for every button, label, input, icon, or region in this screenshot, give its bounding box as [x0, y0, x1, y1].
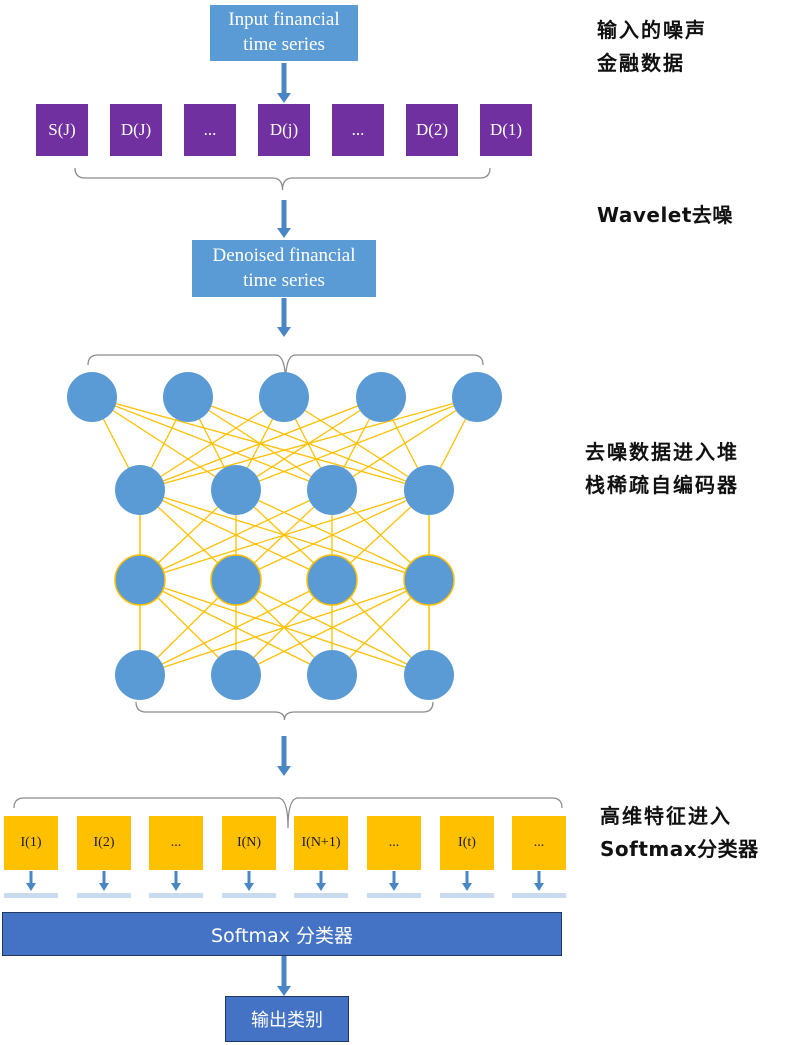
arrow-softmax-to-output-shaft: [281, 956, 287, 987]
feature-base-2: [77, 893, 131, 898]
node-layer1-1: [67, 372, 117, 422]
note-noisy-line-2: 金融数据: [597, 51, 685, 75]
node-layer4-3: [307, 650, 357, 700]
wavelet-box-d-2: D(2): [406, 104, 458, 156]
note-sae-line-1: 去噪数据进入堆: [585, 440, 739, 464]
edge-l1-3-0: [139, 396, 382, 491]
feature-arrow-shaft-7: [465, 871, 469, 884]
feature-box-ellipsis-3: ...: [512, 816, 566, 870]
edge-l1-4-1: [235, 396, 478, 491]
feature-arrow-head-4: [244, 883, 254, 891]
node-layer1-5: [452, 372, 502, 422]
wavelet-box-d-1: D(1): [480, 104, 532, 156]
feature-box-i-1: I(1): [4, 816, 58, 870]
feature-box-i-t: I(t): [440, 816, 494, 870]
edge-l3-2-0: [139, 579, 333, 676]
brace-network-bottom: [135, 701, 434, 721]
arrow-brace-to-denoised-head: [277, 228, 291, 238]
feature-arrow-shaft-1: [29, 871, 33, 884]
output-class-box: 输出类别: [225, 996, 349, 1042]
wavelet-box-d-j: D(j): [258, 104, 310, 156]
node-layer3-1: [114, 554, 166, 606]
node-layer1-3: [259, 372, 309, 422]
note-wavelet: Wavelet去噪: [597, 203, 733, 227]
edge-l2-2-0: [139, 489, 333, 581]
feature-base-3: [149, 893, 203, 898]
node-layer2-3: [307, 465, 357, 515]
feature-arrow-head-6: [389, 883, 399, 891]
node-layer1-2: [163, 372, 213, 422]
feature-arrow-head-3: [171, 883, 181, 891]
feature-box-i-2: I(2): [77, 816, 131, 870]
feature-base-8: [512, 893, 566, 898]
feature-arrow-head-1: [26, 883, 36, 891]
node-layer3-4: [403, 554, 455, 606]
arrow-input-to-wavelet-shaft: [281, 63, 287, 94]
arrow-softmax-to-output-head: [277, 986, 291, 996]
note-features: 高维特征进入 Softmax分类器: [600, 800, 759, 866]
arrow-denoised-to-network-head: [277, 327, 291, 337]
feature-arrow-shaft-4: [247, 871, 251, 884]
edge-l2-3-1: [235, 489, 430, 581]
feature-box-ellipsis-1: ...: [149, 816, 203, 870]
arrow-network-to-features-shaft: [281, 736, 287, 767]
node-layer3-2: [210, 554, 262, 606]
node-layer4-1: [115, 650, 165, 700]
feature-base-6: [367, 893, 421, 898]
brace-features: [13, 797, 563, 829]
edge-l1-4-0: [139, 396, 478, 491]
feature-arrow-shaft-6: [392, 871, 396, 884]
brace-wavelet: [74, 167, 491, 191]
feature-arrow-shaft-5: [319, 871, 323, 884]
edge-l2-3-0: [139, 489, 430, 581]
feature-box-i-n: I(N): [222, 816, 276, 870]
feature-arrow-head-2: [99, 883, 109, 891]
note-sae: 去噪数据进入堆 栈稀疏自编码器: [585, 436, 739, 502]
feature-arrow-shaft-8: [537, 871, 541, 884]
edge-l1-2-0: [139, 396, 285, 491]
feature-base-5: [294, 893, 348, 898]
arrow-input-to-wavelet-head: [277, 93, 291, 103]
node-layer4-2: [211, 650, 261, 700]
input-series-box: Input financial time series: [210, 5, 358, 61]
note-features-line-1: 高维特征进入: [600, 804, 732, 828]
feature-arrow-shaft-2: [102, 871, 106, 884]
feature-arrow-head-5: [316, 883, 326, 891]
node-layer3-3: [306, 554, 358, 606]
note-noisy-line-1: 输入的噪声: [597, 18, 707, 42]
feature-box-i-n-plus-1: I(N+1): [294, 816, 348, 870]
note-sae-line-2: 栈稀疏自编码器: [585, 473, 739, 497]
edge-l3-3-0: [139, 579, 430, 676]
wavelet-box-ellipsis-1: ...: [184, 104, 236, 156]
feature-base-4: [222, 893, 276, 898]
feature-box-ellipsis-2: ...: [367, 816, 421, 870]
softmax-classifier-bar: Softmax 分类器: [2, 912, 562, 956]
wavelet-box-d-J: D(J): [110, 104, 162, 156]
feature-arrow-head-7: [462, 883, 472, 891]
wavelet-box-s-j: S(J): [36, 104, 88, 156]
node-layer4-4: [404, 650, 454, 700]
node-layer1-4: [356, 372, 406, 422]
wavelet-box-ellipsis-2: ...: [332, 104, 384, 156]
node-layer2-4: [404, 465, 454, 515]
node-layer2-1: [115, 465, 165, 515]
node-layer2-2: [211, 465, 261, 515]
note-features-line-2: Softmax分类器: [600, 837, 759, 861]
note-noisy-data: 输入的噪声 金融数据: [597, 14, 707, 80]
feature-base-1: [4, 893, 58, 898]
feature-arrow-shaft-3: [174, 871, 178, 884]
arrow-denoised-to-network-shaft: [281, 298, 287, 328]
denoised-series-box: Denoised financial time series: [192, 240, 376, 297]
arrow-brace-to-denoised-shaft: [281, 200, 287, 229]
edge-l1-4-2: [331, 396, 478, 491]
edge-l3-3-1: [235, 579, 430, 676]
arrow-network-to-features-head: [277, 766, 291, 776]
feature-arrow-head-8: [534, 883, 544, 891]
feature-base-7: [440, 893, 494, 898]
